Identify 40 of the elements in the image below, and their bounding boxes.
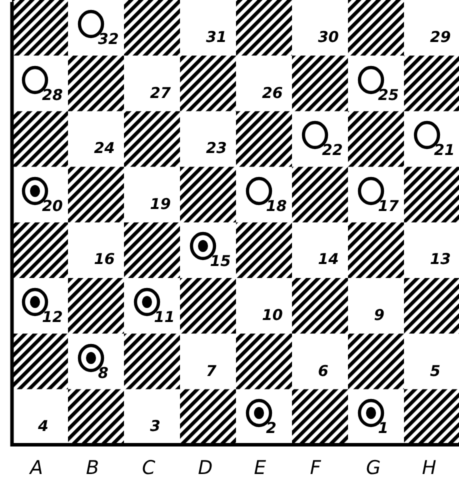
column-letter: F	[310, 458, 321, 478]
square-number: 18	[266, 198, 287, 214]
square-number: 17	[378, 198, 399, 214]
square-number: 20	[42, 198, 63, 214]
column-letter: D	[198, 458, 213, 478]
square-number: 26	[262, 86, 283, 101]
square-number: 5	[430, 364, 440, 379]
square-number: 21	[434, 143, 455, 158]
column-letter: H	[422, 458, 436, 478]
square-number: 10	[262, 308, 283, 323]
square-number: 8	[98, 366, 108, 381]
square-number: 13	[430, 252, 451, 268]
square-number: 23	[206, 141, 227, 156]
square-number: 32	[98, 32, 119, 47]
square-number: 15	[210, 254, 231, 270]
square-number: 7	[206, 364, 216, 379]
square-number: 12	[42, 310, 63, 325]
square-number: 4	[38, 419, 48, 434]
square-number: 1	[378, 421, 388, 436]
column-letter: G	[366, 458, 381, 478]
square-number: 14	[318, 252, 339, 268]
column-letter: A	[30, 458, 43, 478]
square-number: 25	[378, 88, 399, 103]
square-number: 22	[322, 143, 343, 158]
square-number: 29	[430, 30, 451, 45]
square-number: 9	[374, 308, 384, 323]
square-number: 6	[318, 364, 328, 379]
square-number: 27	[150, 86, 171, 101]
square-number: 11	[154, 310, 175, 325]
square-number: 3	[150, 419, 160, 434]
square-number: 30	[318, 30, 339, 45]
square-number: 19	[150, 196, 171, 212]
column-letter: E	[254, 458, 266, 478]
column-letter: B	[86, 458, 100, 478]
square-number: 28	[42, 88, 63, 103]
square-number: 2	[266, 421, 276, 436]
column-letter: C	[142, 458, 156, 478]
square-number: 24	[94, 141, 115, 156]
square-number: 31	[206, 30, 227, 45]
square-number: 16	[94, 252, 115, 268]
